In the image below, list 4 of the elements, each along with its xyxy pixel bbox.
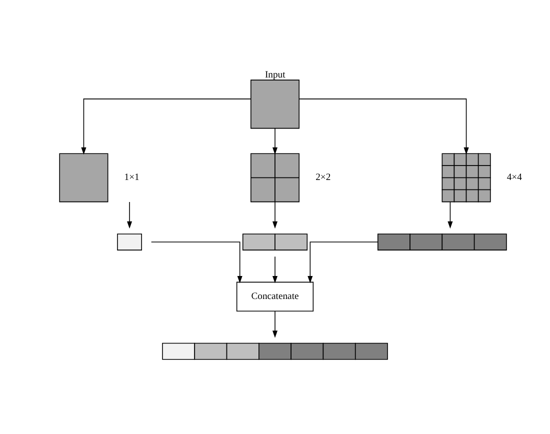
node-label: 2×2 [316,172,331,183]
node-label: 1×1 [124,172,140,183]
node-label: 4×4 [506,172,522,183]
node-label: Input [264,68,286,80]
